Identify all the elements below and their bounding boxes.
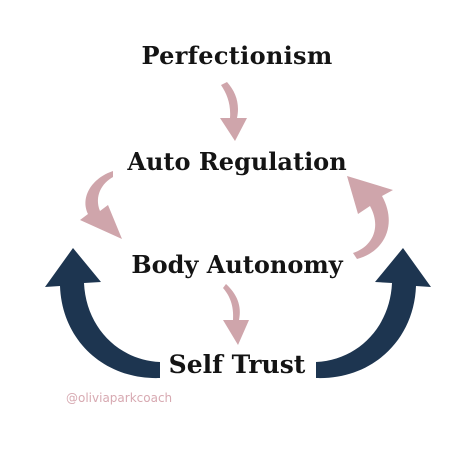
arrow-auto-regulation-to-body-autonomy [80,171,122,239]
node-body-autonomy: Body Autonomy [131,250,343,279]
arrow-body-autonomy-to-auto-regulation [347,176,393,259]
node-perfectionism: Perfectionism [141,41,333,70]
social-handle: @oliviaparkcoach [66,391,173,405]
arrow-perfectionism-to-auto-regulation [220,82,247,141]
arrow-self-trust-to-body-autonomy-left [45,248,160,379]
arrow-self-trust-to-body-autonomy-right [316,248,431,379]
node-self-trust: Self Trust [168,350,306,379]
node-auto-regulation: Auto Regulation [127,147,347,176]
arrow-body-autonomy-to-self-trust [223,284,249,345]
